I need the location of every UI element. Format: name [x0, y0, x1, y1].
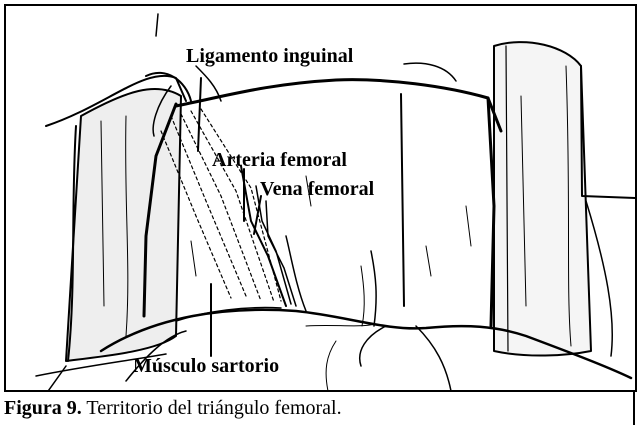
- figure-frame: Ligamento inguinal Arteria femoral Vena …: [4, 4, 637, 392]
- caption-text: Territorio del triángulo femoral.: [86, 397, 341, 419]
- right-drape: [494, 42, 591, 355]
- caption-rule: [633, 392, 635, 425]
- left-drape: [66, 89, 181, 361]
- inguinal-leader: [198, 78, 201, 151]
- figure-caption: Figura 9. Territorio del triángulo femor…: [4, 398, 342, 418]
- label-sartorius: Músculo sartorio: [133, 356, 279, 376]
- label-femoral-artery: Arteria femoral: [212, 150, 347, 170]
- label-femoral-vein: Vena femoral: [260, 179, 374, 199]
- inguinal-ligament-edge: [176, 80, 501, 131]
- label-inguinal-ligament: Ligamento inguinal: [186, 46, 353, 66]
- caption-number: Figura 9.: [4, 397, 82, 419]
